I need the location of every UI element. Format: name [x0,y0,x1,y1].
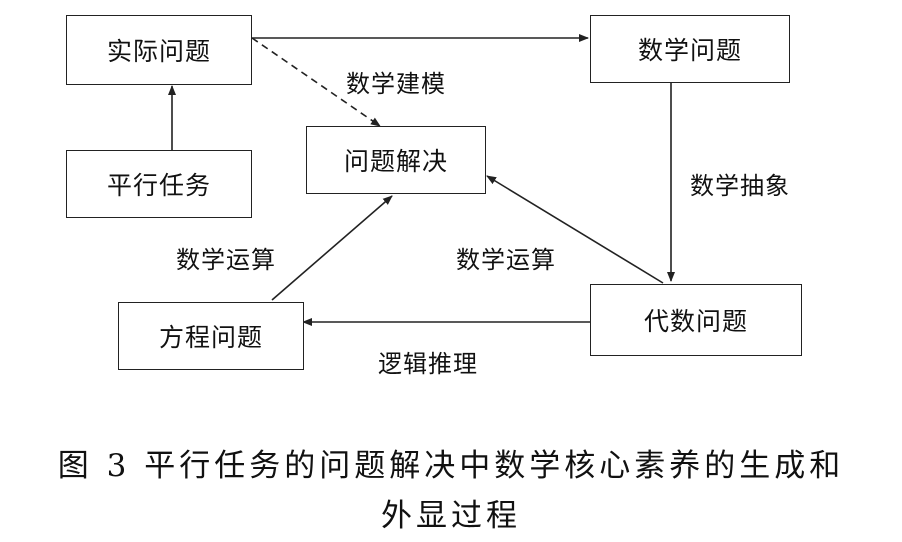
node-algebra-problem-label: 代数问题 [643,307,748,336]
arrow-equation-to-solving [271,195,393,301]
node-real-problem: 实际问题 [66,15,252,85]
node-problem-solving-label: 问题解决 [343,147,448,176]
node-real-problem-label: 实际问题 [106,37,211,66]
node-equation-problem: 方程问题 [118,302,304,370]
figure-caption-line1: 图 3 平行任务的问题解决中数学核心素养的生成和 [57,448,845,484]
arrow-algebra-to-solving [486,175,664,284]
edge-label-math-modeling: 数学建模 [346,70,446,98]
edge-label-logical-reasoning: 逻辑推理 [378,350,478,378]
node-parallel-task: 平行任务 [66,150,252,218]
node-algebra-problem: 代数问题 [590,284,802,356]
node-equation-problem-label: 方程问题 [158,323,263,352]
edge-label-math-operation-left: 数学运算 [176,246,276,274]
edge-label-math-abstraction: 数学抽象 [690,172,790,200]
arrow-real-to-solving-dashed [251,37,381,127]
node-parallel-task-label: 平行任务 [106,171,211,200]
node-problem-solving: 问题解决 [306,126,486,194]
figure-caption-line2: 外显过程 [381,498,521,534]
node-math-problem-label: 数学问题 [637,36,742,65]
node-math-problem: 数学问题 [590,15,790,83]
edge-label-math-operation-right: 数学运算 [456,246,556,274]
